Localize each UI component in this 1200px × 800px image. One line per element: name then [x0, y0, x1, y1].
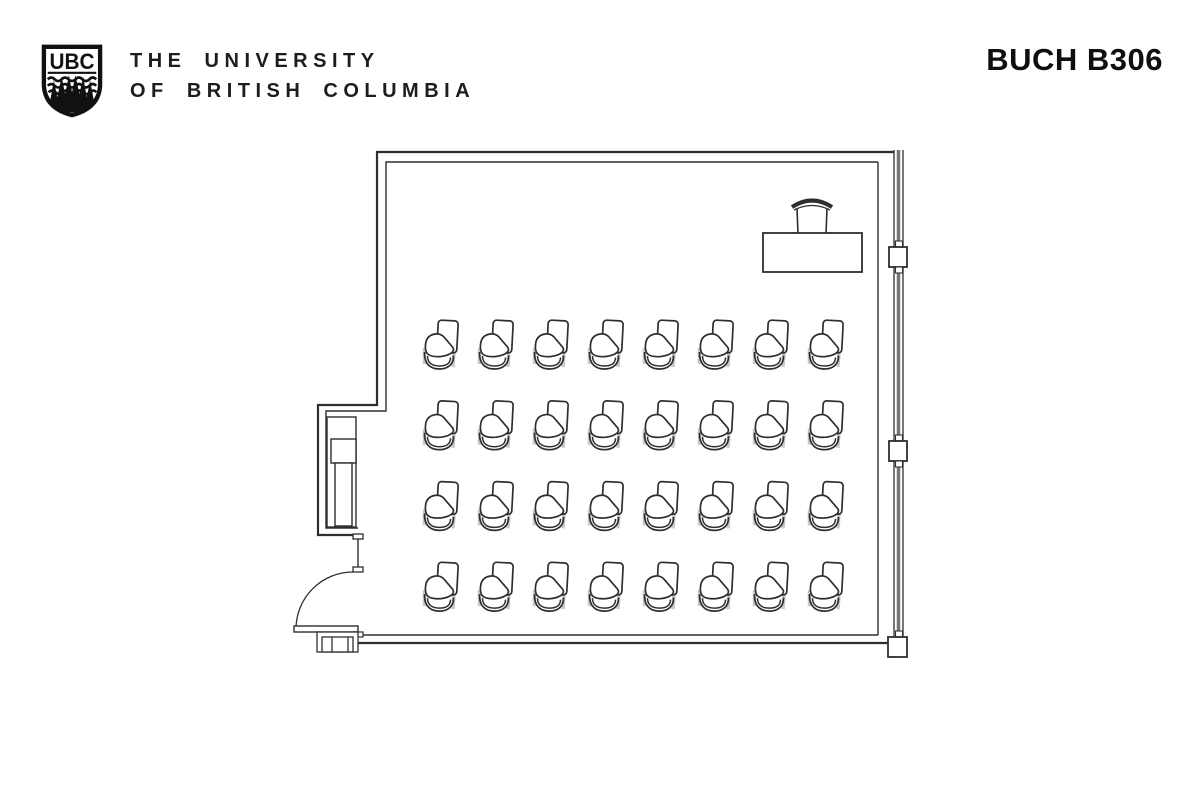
seat	[587, 560, 626, 613]
seat	[642, 318, 681, 371]
seat	[807, 479, 846, 533]
instructor-chair-back-inner	[793, 204, 831, 211]
wall-outer	[316, 150, 894, 645]
seat-grid	[422, 318, 846, 613]
seat	[697, 560, 736, 613]
seat	[477, 318, 516, 371]
seat	[752, 318, 791, 371]
door-jamb-cap-top	[352, 533, 364, 540]
seat	[587, 398, 626, 452]
room-walls	[316, 150, 894, 645]
instructor-area	[762, 198, 863, 273]
entry-door	[293, 533, 364, 653]
door-swing-arc	[295, 571, 354, 630]
wordmark-line2: OF BRITISH COLUMBIA	[130, 80, 476, 102]
seat	[642, 560, 681, 613]
seat	[477, 398, 516, 452]
seat	[422, 479, 461, 533]
seat	[477, 560, 516, 613]
seat	[532, 318, 571, 371]
door-leaf	[293, 625, 359, 633]
seat	[642, 479, 681, 533]
window-wall	[887, 150, 908, 658]
alcove-cabinet	[326, 416, 357, 528]
seat	[697, 479, 736, 533]
logo-acronym: UBC	[50, 49, 95, 74]
seat	[642, 398, 681, 452]
seat	[422, 318, 461, 371]
seat	[807, 318, 846, 371]
door-sidewall-detail	[316, 631, 359, 653]
seat	[422, 398, 461, 452]
seat	[697, 318, 736, 371]
room-title: BUCH B306	[986, 42, 1163, 77]
seat	[587, 479, 626, 533]
ubc-logo-icon: UBC	[41, 44, 103, 118]
seat	[752, 398, 791, 452]
header: UBC THE UNIVERSITY OF BRITISH COLUMBIA B…	[0, 0, 1200, 130]
seat	[532, 560, 571, 613]
seat	[422, 560, 461, 613]
logo-sunburst	[49, 74, 95, 113]
instructor-chair	[796, 208, 828, 234]
seat	[752, 479, 791, 533]
instructor-table	[762, 232, 863, 273]
seat	[752, 560, 791, 613]
window-mullions	[887, 240, 908, 658]
instructor-chair-back	[790, 198, 834, 209]
wordmark-line1: THE UNIVERSITY	[130, 50, 380, 72]
wall-inner	[325, 161, 879, 636]
seat	[807, 560, 846, 613]
seat	[532, 398, 571, 452]
seat	[587, 318, 626, 371]
university-wordmark: THE UNIVERSITY OF BRITISH COLUMBIA	[130, 46, 475, 106]
seat	[477, 479, 516, 533]
seat	[532, 479, 571, 533]
door-jamb-cap-bottom	[352, 566, 364, 573]
seat	[697, 398, 736, 452]
seat	[807, 398, 846, 452]
